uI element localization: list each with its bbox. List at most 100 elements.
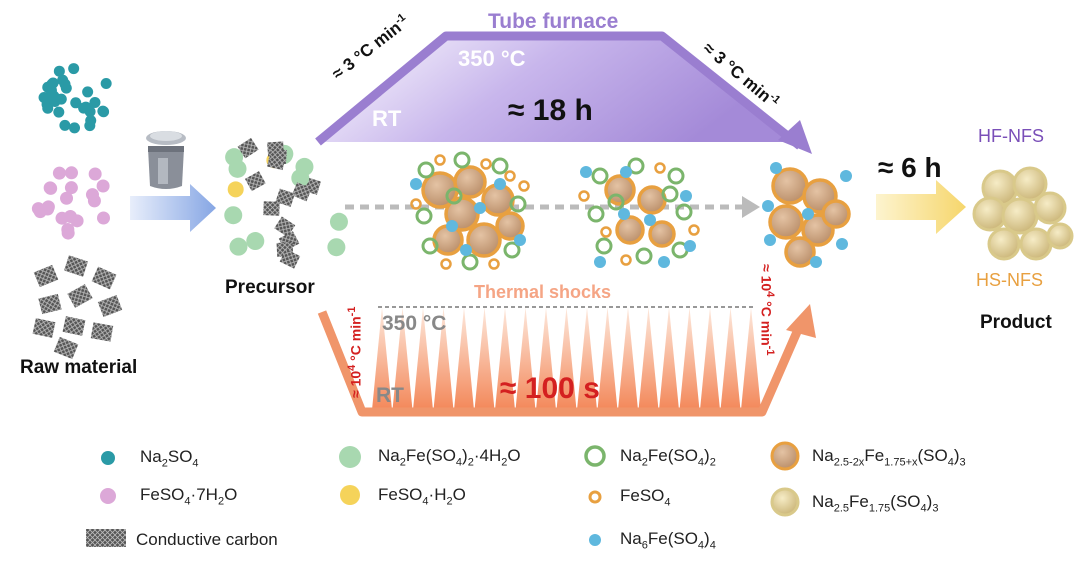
na6fe-so4-4-dot bbox=[802, 208, 814, 220]
na2fe-so4-2-ring bbox=[607, 193, 625, 211]
carbon-flake bbox=[32, 318, 56, 338]
shock-spike bbox=[741, 307, 761, 410]
na2fe-so4-2-ring bbox=[509, 195, 527, 213]
na2fe-so4-2-4h2o-particle bbox=[329, 212, 348, 231]
carbon-flake bbox=[237, 137, 259, 159]
hs-nfs-particle bbox=[821, 199, 851, 229]
legend-feso4-h2o-label: FeSO4·H2O bbox=[378, 485, 466, 508]
legend-feso4-7h2o-label: FeSO4·7H2O bbox=[140, 485, 238, 508]
na2so4-cluster bbox=[38, 63, 112, 134]
feso4-ring bbox=[578, 190, 590, 202]
na6fe-so4-4-dot bbox=[460, 244, 472, 256]
na6fe-so4-4-dot bbox=[680, 190, 692, 202]
na2fe-so4-2-ring bbox=[595, 237, 613, 255]
carbon-flake bbox=[275, 188, 296, 207]
carbon-flake bbox=[279, 249, 301, 269]
na2fe-so4-2-4h2o-particle bbox=[246, 232, 265, 251]
legend-hf-nfs-icon bbox=[770, 487, 800, 517]
six-hours-label: ≈ 6 h bbox=[878, 152, 942, 183]
na2so4-particle bbox=[55, 93, 67, 105]
carbon-flake bbox=[67, 284, 93, 308]
legend-hf-formula-label: Na2.5Fe1.75(SO4)3 bbox=[812, 492, 939, 515]
na6fe-so4-4-dot bbox=[810, 256, 822, 268]
hs-nfs-particle bbox=[771, 167, 809, 205]
feso4-ring bbox=[480, 158, 492, 170]
tube-furnace-outline bbox=[315, 31, 803, 150]
na2so4-particle bbox=[68, 63, 80, 75]
na2so4-particle bbox=[78, 102, 90, 114]
carbon-flake bbox=[291, 182, 312, 202]
feso4-7h2o-particle bbox=[31, 202, 45, 216]
product-cluster bbox=[972, 166, 1074, 261]
na6fe-so4-4-dot bbox=[580, 166, 592, 178]
shock-spike bbox=[413, 307, 433, 410]
feso4-7h2o-particle bbox=[96, 179, 110, 193]
hs-nfs-label: HS-NFS bbox=[976, 270, 1043, 290]
hf-nfs-particle bbox=[1046, 222, 1074, 250]
shock-spike bbox=[638, 307, 659, 410]
feso4-ring bbox=[434, 154, 446, 166]
na2fe-so4-2-4h2o-particle bbox=[295, 157, 314, 176]
na2fe-so4-2-ring bbox=[417, 161, 435, 179]
shock-spike bbox=[618, 307, 638, 410]
shock-spike bbox=[700, 307, 720, 410]
shock-spike bbox=[659, 307, 679, 410]
feso4-7h2o-particle bbox=[43, 181, 57, 195]
na6fe-so4-4-dot bbox=[644, 214, 656, 226]
na2fe-so4-2-ring bbox=[415, 207, 433, 225]
na2fe-so4-2-ring bbox=[591, 167, 609, 185]
na2fe-so4-2-ring bbox=[675, 203, 693, 221]
na2fe-so4-2-ring bbox=[445, 187, 463, 205]
na6fe-so4-4-dot bbox=[770, 162, 782, 174]
carbon-flake bbox=[53, 336, 79, 360]
legend-feso4-icon bbox=[588, 490, 602, 504]
hs-nfs-particle bbox=[637, 185, 667, 215]
tube-furnace-shape bbox=[318, 36, 790, 142]
shock-spike bbox=[720, 307, 741, 410]
carbon-flake bbox=[274, 216, 296, 237]
na6fe-so4-4-dot bbox=[658, 256, 670, 268]
na6fe-so4-4-dot bbox=[762, 200, 774, 212]
furnace-time-label: ≈ 18 h bbox=[508, 94, 593, 127]
thermal-shock-arrowhead bbox=[786, 304, 816, 338]
feso4-ring bbox=[518, 180, 530, 192]
carbon-flake bbox=[269, 148, 287, 164]
hf-nfs-label: HF-NFS bbox=[978, 126, 1044, 146]
carbon-flake bbox=[244, 171, 266, 192]
legend-na2fe-so4-2-icon bbox=[584, 445, 606, 467]
na6fe-so4-4-dot bbox=[446, 220, 458, 232]
shock-spike bbox=[372, 307, 392, 410]
shock-spike bbox=[474, 307, 495, 410]
feso4-7h2o-particle bbox=[60, 191, 74, 205]
feso4-ring bbox=[410, 198, 422, 210]
shock-right-rate-label: ≈ 104 °C min-1 bbox=[758, 264, 776, 356]
shock-spike bbox=[577, 307, 597, 410]
raw-to-precursor-arrow bbox=[130, 184, 216, 232]
legend-na2so4-label: Na2SO4 bbox=[140, 447, 199, 470]
na2so4-particle bbox=[98, 106, 110, 118]
hs-nfs-particle bbox=[768, 204, 804, 240]
legend-feso4-label: FeSO4 bbox=[620, 486, 671, 509]
feso4-7h2o-particle bbox=[88, 167, 102, 181]
na2fe-so4-2-ring bbox=[661, 185, 679, 203]
hs-nfs-particle bbox=[495, 211, 525, 241]
legend-na2fe-so4-2-4h2o-label: Na2Fe(SO4)2·4H2O bbox=[378, 446, 521, 469]
carbon-flake bbox=[38, 293, 62, 315]
na6fe-so4-4-dot bbox=[618, 208, 630, 220]
hf-nfs-particle bbox=[987, 227, 1021, 261]
dotted-arrowhead bbox=[742, 196, 760, 218]
intermediate-cluster-2 bbox=[578, 157, 700, 268]
legend-na6fe-so4-4-label: Na6Fe(SO4)4 bbox=[620, 529, 716, 552]
thermal-shocks-label: Thermal shocks bbox=[474, 282, 612, 302]
feso4-ring bbox=[600, 226, 612, 238]
feso4-7h2o-particle bbox=[41, 200, 55, 214]
na2so4-particle bbox=[70, 97, 82, 109]
legend-carbon-label: Conductive carbon bbox=[136, 530, 278, 549]
na2fe-so4-2-ring bbox=[453, 151, 471, 169]
na6fe-so4-4-dot bbox=[764, 234, 776, 246]
feso4-ring bbox=[440, 258, 452, 270]
carbon-flake bbox=[263, 201, 280, 216]
precursor-label: Precursor bbox=[225, 277, 315, 298]
feso4-7h2o-particle bbox=[70, 214, 84, 228]
